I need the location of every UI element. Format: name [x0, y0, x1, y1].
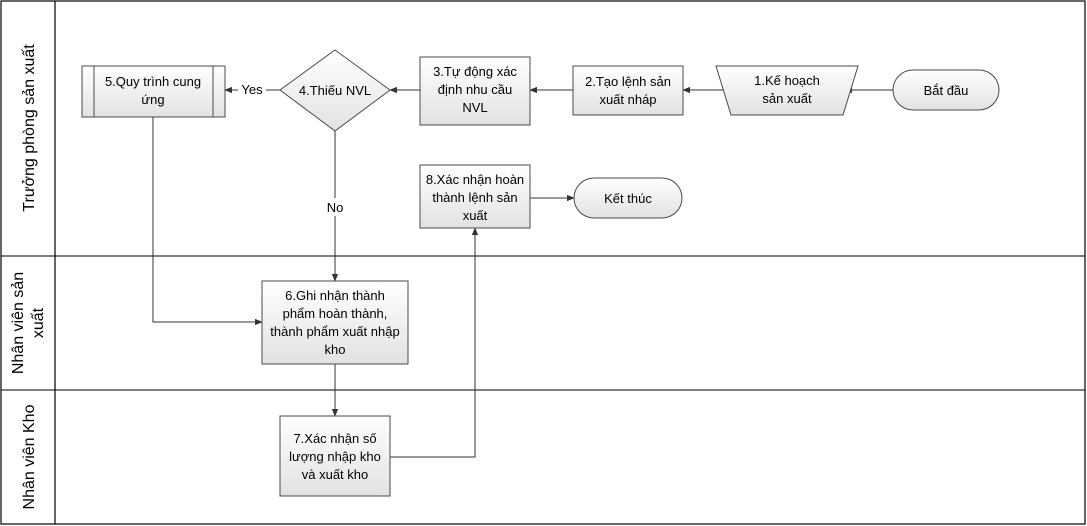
edge-5-to-6 [152, 117, 263, 326]
node-start-label: Bắt đầu [924, 83, 969, 98]
node-3-line-1: 3.Tự động xác [433, 64, 517, 79]
node-6-ghi-nhan-thanh-pham: 6.Ghi nhận thành phẩm hoàn thành, thành … [261, 280, 409, 365]
lane-label-nhan-vien-san-xuat: Nhân viên sản xuất [10, 272, 47, 374]
node-8-line-3: xuất [463, 208, 488, 223]
connectors [152, 86, 893, 458]
node-1-line-1: 1.Kế hoạch [754, 73, 820, 88]
yes-label-bg [238, 81, 266, 97]
node-4-thieu-nvl: 4.Thiếu NVL [279, 49, 391, 132]
lane-label-nhan-vien-san-xuat-line-2: xuất [30, 307, 47, 338]
lane-label-nhan-vien-kho: Nhân viên Kho [21, 404, 38, 509]
edge-label-no: No [327, 200, 344, 215]
node-3-line-2: định nhu cầu [438, 82, 512, 97]
node-5-line-1: 5.Quy trình cung [105, 74, 201, 89]
node-6-line-2: phẩm hoàn thành, [283, 306, 388, 321]
node-8-line-1: 8.Xác nhận hoàn [426, 172, 524, 187]
node-7-line-2: lượng nhập kho [289, 449, 381, 464]
node-5-line-2: ứng [141, 92, 164, 107]
node-6-line-4: kho [325, 342, 346, 357]
node-7-xac-nhan-so-luong: 7.Xác nhận số lượng nhập kho và xuất kho [279, 415, 391, 497]
lane-label-truong-phong: Trưởng phòng sản xuất [21, 44, 38, 212]
node-8-line-2: thành lệnh sản [432, 190, 517, 205]
edge-7-to-8 [390, 227, 479, 458]
node-start: Bắt đầu [892, 69, 1000, 111]
node-end: Kết thúc [573, 177, 683, 219]
edge-label-yes: Yes [241, 82, 263, 97]
node-4-label: 4.Thiếu NVL [299, 83, 371, 98]
node-2-tao-lenh-san-xuat-nhap: 2.Tạo lệnh sản xuất nháp [572, 65, 684, 116]
node-6-line-3: thành phẩm xuất nhập [270, 324, 399, 339]
node-7-line-3: và xuất kho [302, 467, 369, 482]
node-2-line-2: xuất nháp [599, 92, 656, 107]
node-1-ke-hoach-san-xuat: 1.Kế hoạch sản xuất [715, 65, 859, 116]
node-6-line-1: 6.Ghi nhận thành [285, 288, 385, 303]
node-3-line-3: NVL [462, 100, 487, 115]
node-2-line-1: 2.Tạo lệnh sản [585, 74, 671, 89]
node-5-quy-trinh-cung-ung: 5.Quy trình cung ứng [81, 65, 226, 118]
node-3-tu-dong-xac-dinh-nvl: 3.Tự động xác định nhu cầu NVL [419, 56, 531, 126]
lane-label-nhan-vien-san-xuat-line-1: Nhân viên sản [10, 272, 27, 374]
node-7-line-1: 7.Xác nhận số [293, 431, 376, 446]
node-1-line-2: sản xuất [762, 91, 812, 106]
no-label-bg [322, 198, 348, 216]
node-end-label: Kết thúc [604, 191, 652, 206]
node-8-xac-nhan-hoan-thanh: 8.Xác nhận hoàn thành lệnh sản xuất [419, 164, 531, 229]
